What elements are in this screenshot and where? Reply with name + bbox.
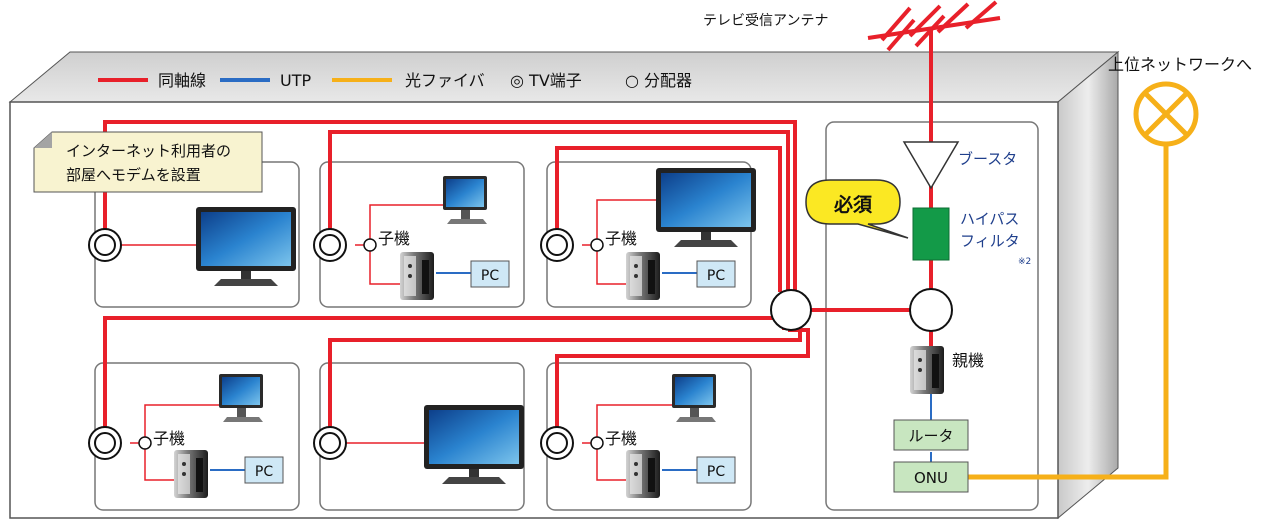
required-badge-text: 必須 <box>833 193 873 216</box>
modem-icon <box>910 346 944 394</box>
tv-outlet-4 <box>88 426 122 460</box>
legend-coax: 同軸線 <box>158 71 206 90</box>
network-cloud-icon <box>1133 81 1199 147</box>
booster-icon <box>902 141 960 190</box>
tv-outlet-6 <box>540 426 574 460</box>
modem-icon <box>626 450 660 498</box>
onu-box: ONU <box>893 461 969 493</box>
tv-outlet-5 <box>313 426 347 460</box>
splitter-room-6 <box>590 436 604 450</box>
splitter-room-2 <box>363 238 377 252</box>
legend-tv-outlet: ◎ TV端子 <box>510 71 582 90</box>
tv-outlet-3 <box>540 228 574 262</box>
pc-box: PC <box>696 260 736 288</box>
hpf-label-line1: ハイパス <box>960 210 1019 228</box>
legend-utp: UTP <box>280 71 311 90</box>
onu-label: ONU <box>914 469 948 487</box>
pc-label: PC <box>255 464 273 480</box>
legend: 同軸線 UTP 光ファイバ ◎ TV端子 ○ 分配器 <box>98 71 692 90</box>
splitter-main <box>909 288 953 332</box>
legend-fiber: 光ファイバ <box>405 71 485 90</box>
tv-outlet-2 <box>313 228 347 262</box>
splitter-room-3 <box>590 238 604 252</box>
required-badge: 必須 <box>805 179 909 239</box>
utp-lines <box>210 272 932 471</box>
router-box: ルータ <box>893 419 969 451</box>
pc-box: PC <box>696 456 736 484</box>
upper-network-label: 上位ネットワークへ <box>1108 55 1252 74</box>
child-unit-label: 子機 <box>605 429 637 448</box>
splitter-room-4 <box>138 436 152 450</box>
pc-box: PC <box>470 260 510 288</box>
hpf-label-line2: フィルタ <box>960 232 1020 250</box>
callout-line-1: インターネット利用者の <box>66 142 231 160</box>
legend-splitter: ○ 分配器 <box>625 71 692 90</box>
fiber-lines <box>968 145 1169 480</box>
modem-callout: インターネット利用者の 部屋へモデムを設置 <box>33 131 263 193</box>
pc-box: PC <box>244 456 284 484</box>
child-unit-label: 子機 <box>153 429 185 448</box>
building-side <box>1057 50 1119 520</box>
pc-label: PC <box>481 268 499 284</box>
booster-label: ブースタ <box>958 150 1017 168</box>
modem-icon <box>400 252 434 300</box>
coax-room-thin <box>117 199 676 481</box>
modem-icon <box>626 252 660 300</box>
child-unit-label: 子機 <box>605 229 637 248</box>
modem-icon <box>174 450 208 498</box>
callout-line-2: 部屋へモデムを設置 <box>66 166 201 184</box>
child-unit-label: 子機 <box>378 229 410 248</box>
hpf-box <box>912 207 950 261</box>
tv-outlet-1 <box>88 228 122 262</box>
router-label: ルータ <box>908 427 953 445</box>
splitter-central <box>770 289 812 331</box>
parent-unit-label: 親機 <box>952 351 984 370</box>
hpf-note: ※2 <box>1018 257 1031 267</box>
pc-label: PC <box>707 268 725 284</box>
pc-label: PC <box>707 464 725 480</box>
antenna-icon <box>867 0 1001 52</box>
antenna-label: テレビ受信アンテナ <box>703 13 828 29</box>
